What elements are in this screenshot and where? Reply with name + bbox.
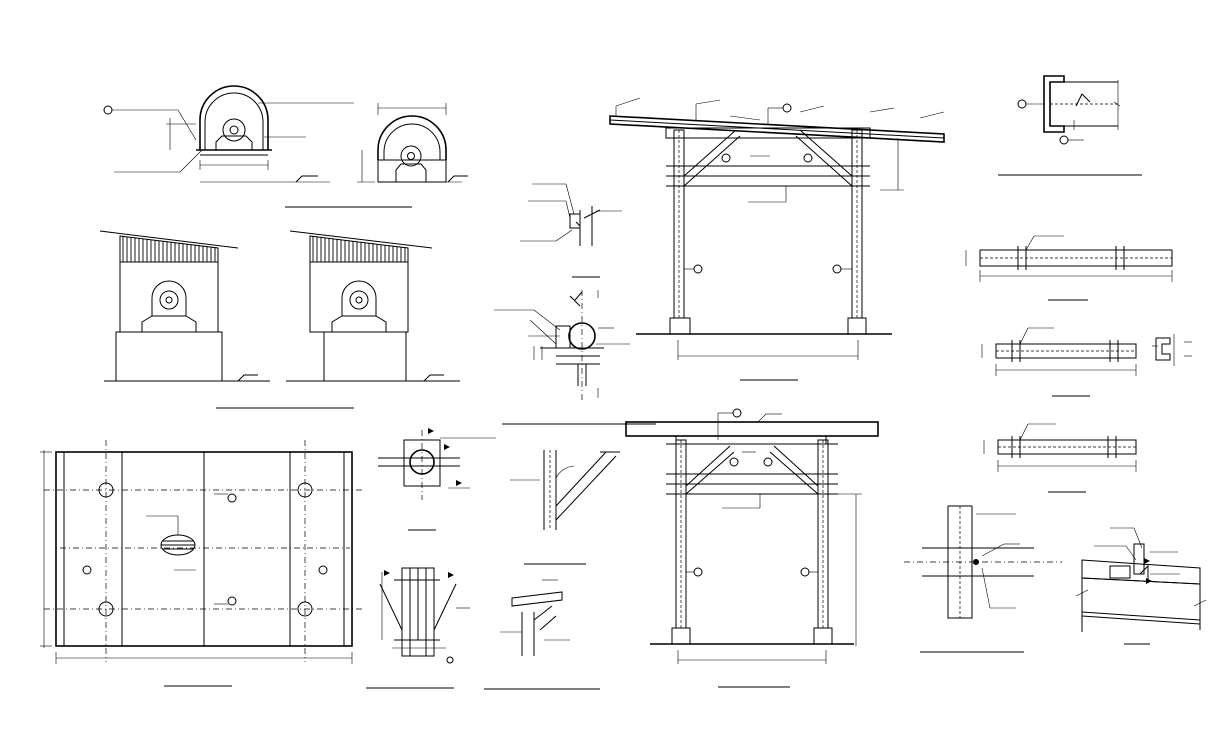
trestle-side-elevation: [609, 97, 945, 381]
bearing-elevations: [103, 85, 468, 208]
base-plate-plan: [40, 440, 364, 687]
column-base-detail: [366, 567, 470, 689]
channel-section: [998, 75, 1142, 176]
hood-elevations: [99, 230, 460, 409]
beam-column-joint: [904, 505, 1062, 653]
knee-brace-detail: [484, 423, 656, 690]
bracket-connection-detail: [494, 183, 630, 400]
pipe-clamp-detail: [378, 428, 496, 531]
trestle-front-elevation: [625, 408, 879, 688]
beam-splice-elevations: [965, 235, 1192, 493]
beam-seat-detail: [1075, 527, 1207, 645]
